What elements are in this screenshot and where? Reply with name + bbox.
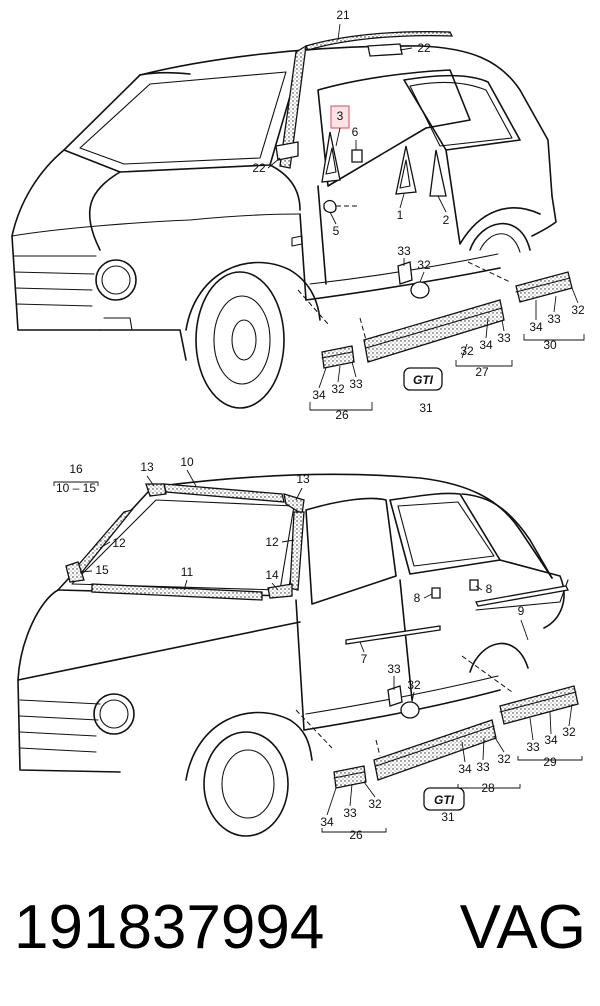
callout-label-33h: 33 — [343, 806, 357, 820]
trim-part-11 — [91, 583, 263, 601]
callout-label-14: 14 — [265, 568, 279, 582]
car-illustration-bottom: GTI — [17, 469, 583, 837]
callout-label-33g: 33 — [476, 760, 490, 774]
callout-label-34b: 34 — [479, 338, 493, 352]
strip-part-9 — [475, 585, 569, 607]
callout-label-32h: 32 — [368, 797, 382, 811]
molding-part-26 — [321, 345, 355, 369]
callout-label-9: 9 — [518, 604, 525, 618]
bracket-part-22 — [367, 43, 403, 57]
callout-label-32a: 32 — [417, 258, 431, 272]
callout-label-33f: 33 — [526, 740, 540, 754]
part-number: 191837994 — [14, 893, 324, 962]
gti-emblem-text: GTI — [413, 373, 434, 387]
callout-label-22a: 22 — [417, 41, 431, 55]
clip-part-6 — [351, 149, 363, 163]
callout-label-28: 28 — [481, 781, 495, 795]
trim-part-10 — [163, 483, 285, 503]
strip-part-7 — [345, 625, 441, 645]
callout-label-1: 1 — [397, 208, 404, 222]
callout-label-12b: 12 — [265, 535, 279, 549]
callout-label-15: 15 — [95, 563, 109, 577]
callout-label-34f: 34 — [320, 815, 334, 829]
callout-label-32c: 32 — [460, 344, 474, 358]
callout-label-33a: 33 — [397, 244, 411, 258]
callout-label-34e: 34 — [458, 762, 472, 776]
callout-label-6: 6 — [352, 125, 359, 139]
callout-label-27: 27 — [475, 365, 489, 379]
callout-label-7: 7 — [361, 652, 368, 666]
callout-label-26a: 26 — [335, 408, 349, 422]
callout-label-21: 21 — [336, 8, 350, 22]
callout-label-1015: 10 – 15 — [56, 481, 96, 495]
car-illustration-top: GTI — [11, 23, 585, 411]
callout-label-32b: 32 — [571, 303, 585, 317]
callout-label-3: 3 — [337, 109, 344, 123]
callout-label-34a: 34 — [529, 320, 543, 334]
callout-label-16: 16 — [69, 462, 83, 476]
molding-part-27 — [363, 299, 505, 363]
callout-label-26b: 26 — [349, 828, 363, 842]
callout-label-11: 11 — [181, 565, 194, 579]
callout-label-22b: 22 — [252, 161, 266, 175]
fastener-part-33 — [397, 261, 413, 285]
callout-label-12a: 12 — [112, 536, 126, 550]
callout-label-13a: 13 — [140, 460, 154, 474]
gti-emblem-part-31-bottom — [423, 787, 465, 811]
callout-label-30: 30 — [543, 338, 557, 352]
molding-part-29 — [499, 685, 579, 725]
molding-part-28 — [373, 719, 497, 781]
callout-label-32e: 32 — [407, 678, 421, 692]
callout-label-8a: 8 — [414, 591, 421, 605]
callout-label-32g: 32 — [497, 752, 511, 766]
callout-label-8b: 8 — [486, 582, 493, 596]
callout-label-13b: 13 — [296, 472, 310, 486]
window-trim-part-2 — [429, 149, 447, 197]
callout-label-33b: 33 — [547, 312, 561, 326]
callout-label-33d: 33 — [349, 377, 363, 391]
callout-label-2: 2 — [443, 213, 450, 227]
gti-emblem-text-bottom: GTI — [434, 793, 455, 807]
highlight-box-part-3 — [330, 105, 350, 129]
callout-label-5: 5 — [333, 224, 340, 238]
callout-label-33e: 33 — [387, 662, 401, 676]
callout-label-31a: 31 — [419, 401, 433, 415]
gti-emblem-part-31 — [403, 367, 443, 391]
fastener-part-32 — [410, 281, 430, 299]
callout-label-31b: 31 — [441, 810, 455, 824]
callout-label-32d: 32 — [331, 382, 345, 396]
brand-name: VAG — [460, 893, 586, 962]
callouts-top: 21 22 22 36 1 2 5 33 32 34 33 32 30 32 34 33 27 34 32 33 26 3… — [252, 8, 585, 422]
callout-label-29: 29 — [543, 755, 557, 769]
bracket-part-22-lower — [275, 141, 299, 161]
callout-label-34d: 34 — [544, 733, 558, 747]
callout-label-32f: 32 — [562, 725, 576, 739]
callout-label-33c: 33 — [497, 331, 511, 345]
molding-part-30 — [515, 271, 573, 303]
screw-part-5 — [323, 199, 337, 214]
callout-label-34c: 34 — [312, 388, 326, 402]
callout-label-10: 10 — [180, 455, 194, 469]
